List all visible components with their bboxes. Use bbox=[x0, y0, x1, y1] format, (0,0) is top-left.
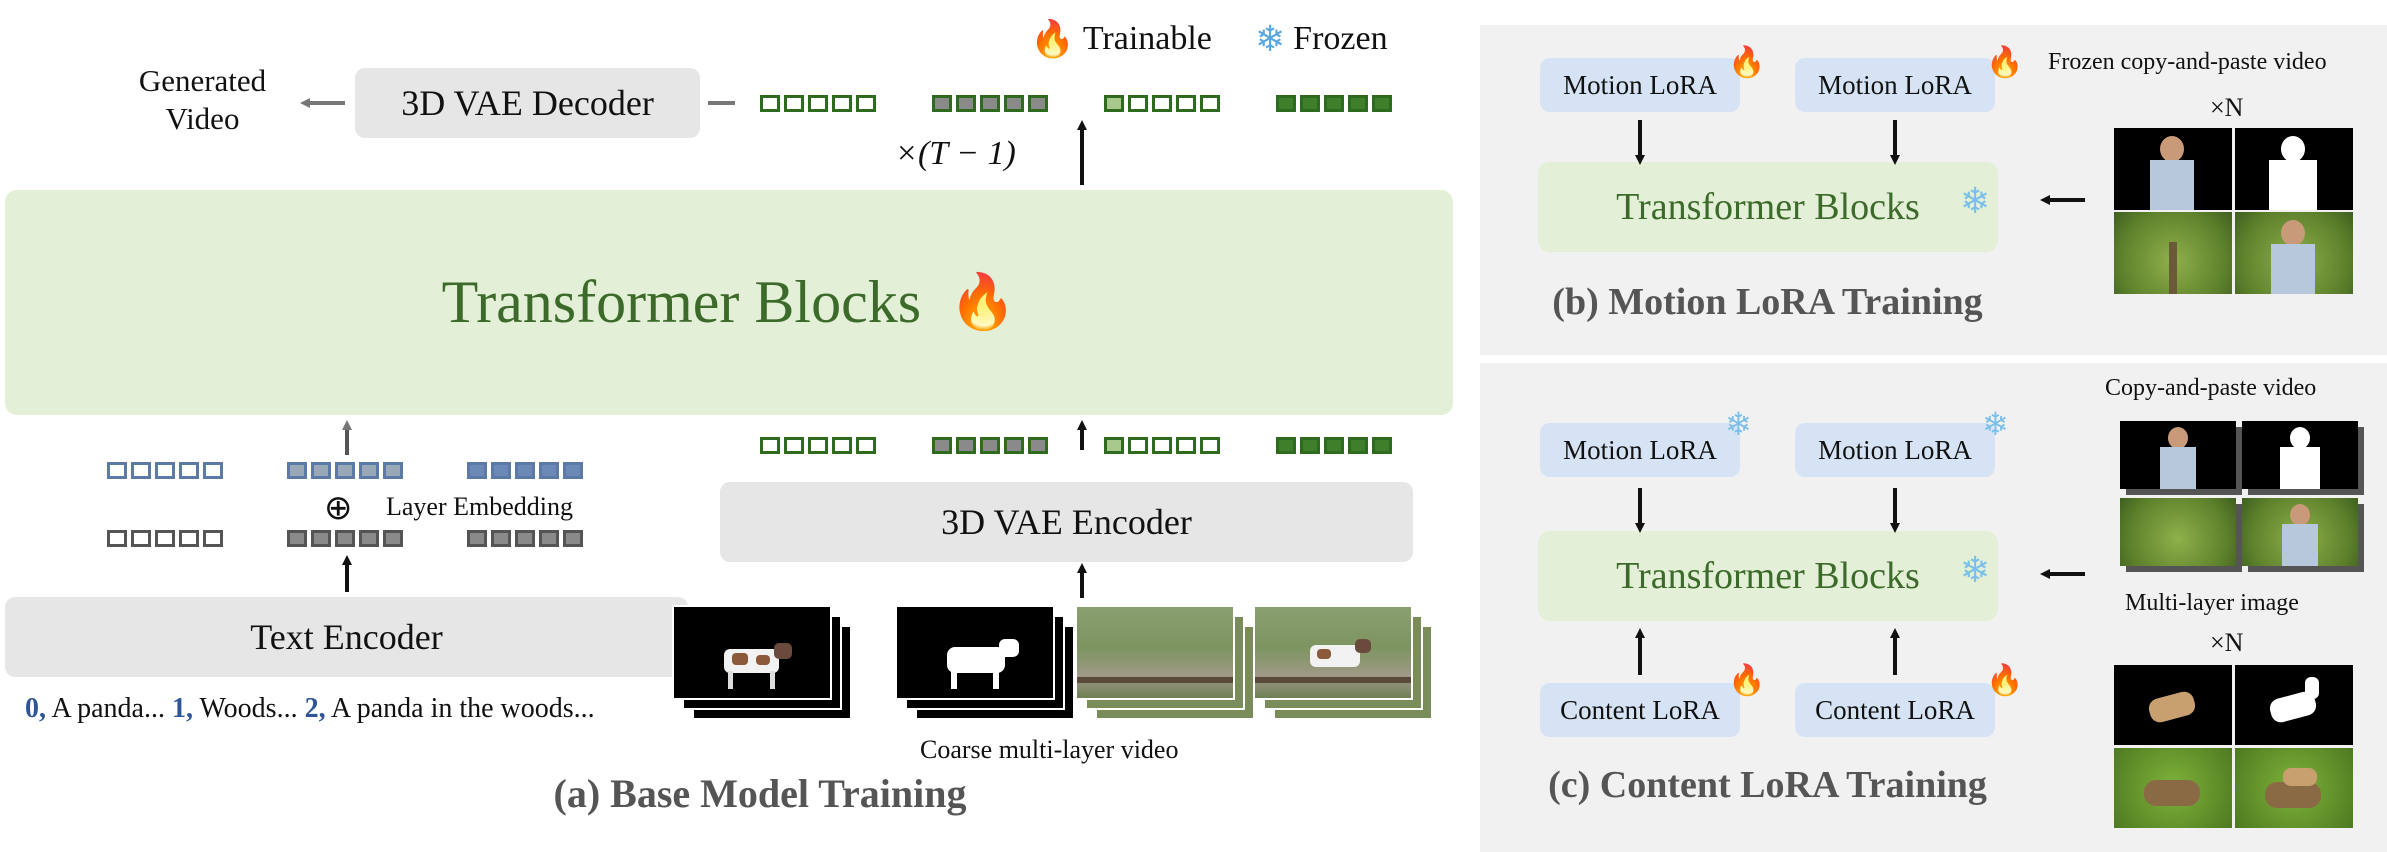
text-encoder-box: Text Encoder bbox=[5, 597, 688, 677]
output-tokens-1 bbox=[760, 95, 876, 112]
content-lora-right: Content LoRA bbox=[1795, 683, 1995, 737]
prompt-index-1: 1, bbox=[172, 693, 193, 724]
prompt-index-2: 2, bbox=[304, 693, 326, 724]
transformer-blocks-c: Transformer Blocks bbox=[1538, 531, 1998, 621]
kangaroo-rgba bbox=[2114, 665, 2232, 745]
vae-encoder-label: 3D VAE Encoder bbox=[941, 502, 1192, 542]
generated-video-label: Generated Video bbox=[138, 63, 267, 136]
transformer-blocks-main: Transformer Blocks 🔥 bbox=[5, 190, 1453, 415]
fire-icon: 🔥 bbox=[1030, 19, 1075, 59]
shoes-composite bbox=[2235, 748, 2353, 828]
vae-decoder-box: 3D VAE Decoder bbox=[355, 68, 700, 138]
text-tokens-3 bbox=[467, 530, 583, 547]
panel-b-caption: (b) Motion LoRA Training bbox=[1552, 281, 1983, 323]
prompt-text: 0, A panda... 1, Woods... 2, A panda in … bbox=[25, 693, 595, 725]
motion-lora-right: Motion LoRA bbox=[1795, 58, 1995, 112]
copy-paste-video-title: Copy-and-paste video bbox=[2105, 375, 2317, 401]
fire-icon: 🔥 bbox=[1728, 46, 1766, 79]
latent-tokens-4 bbox=[1276, 437, 1392, 454]
kangaroo-mask bbox=[2235, 665, 2353, 745]
frozen-video-title: Frozen copy-and-paste video bbox=[2048, 49, 2327, 75]
latent-tokens-2 bbox=[932, 437, 1048, 454]
transformer-label: Transformer Blocks bbox=[441, 269, 922, 335]
panel-b: Motion LoRA 🔥 Motion LoRA 🔥 Transformer … bbox=[1480, 25, 2387, 355]
shoes-background bbox=[2114, 748, 2232, 828]
person-rgba-frame bbox=[2114, 128, 2232, 210]
panel-a-caption: (a) Base Model Training bbox=[553, 771, 967, 816]
layer-embedding-label: Layer Embedding bbox=[386, 492, 573, 521]
snowflake-icon: ❄ bbox=[1960, 550, 1991, 590]
plus-symbol: ⊕ bbox=[324, 488, 353, 528]
motion-lora-c-right: Motion LoRA bbox=[1795, 423, 1995, 477]
video-caption: Coarse multi-layer video bbox=[920, 735, 1179, 764]
fire-icon: 🔥 bbox=[1728, 664, 1766, 697]
output-tokens-4 bbox=[1276, 95, 1392, 112]
prompt-index-0: 0, bbox=[25, 693, 46, 724]
composite-frame bbox=[2235, 212, 2353, 294]
snowflake-icon: ❄ bbox=[1255, 19, 1286, 59]
motion-lora-c-left: Motion LoRA bbox=[1540, 423, 1740, 477]
prompt-segment-0: A panda... bbox=[46, 693, 172, 724]
text-embed-tokens-1 bbox=[107, 462, 223, 479]
multiplier-label-c: ×N bbox=[2210, 628, 2244, 657]
snowflake-icon: ❄ bbox=[1982, 406, 2009, 442]
multiplier-label: ×N bbox=[2210, 93, 2244, 122]
person-mask-frame bbox=[2235, 128, 2353, 210]
transformer-blocks-b: Transformer Blocks bbox=[1538, 162, 1998, 252]
content-lora-left: Content LoRA bbox=[1540, 683, 1740, 737]
output-tokens-2 bbox=[932, 95, 1048, 112]
trainable-legend: 🔥 Trainable bbox=[1030, 19, 1212, 59]
vae-encoder-box: 3D VAE Encoder bbox=[720, 482, 1413, 562]
text-tokens-2 bbox=[287, 530, 403, 547]
text-tokens-1 bbox=[107, 530, 223, 547]
prompt-segment-1: Woods... bbox=[193, 693, 305, 724]
panel-c-caption: (c) Content LoRA Training bbox=[1548, 764, 1987, 806]
fire-icon: 🔥 bbox=[1986, 46, 2024, 79]
snowflake-icon: ❄ bbox=[1960, 181, 1991, 221]
tree-background-frame bbox=[2114, 212, 2232, 294]
fire-icon: 🔥 bbox=[1986, 664, 2024, 697]
panel-c: Motion LoRA ❄ Motion LoRA ❄ Transformer … bbox=[1480, 363, 2387, 852]
prompt-segment-2: A panda in the woods... bbox=[325, 693, 595, 724]
motion-lora-left: Motion LoRA bbox=[1540, 58, 1740, 112]
text-encoder-label: Text Encoder bbox=[250, 617, 443, 657]
repeat-label: ×(T − 1) bbox=[895, 135, 1016, 172]
snowflake-icon: ❄ bbox=[1725, 406, 1752, 442]
latent-tokens-1 bbox=[760, 437, 876, 454]
vae-decoder-label: 3D VAE Decoder bbox=[401, 83, 654, 123]
text-embed-tokens-2 bbox=[287, 462, 403, 479]
frozen-legend: ❄ Frozen bbox=[1255, 19, 1388, 59]
fire-icon: 🔥 bbox=[949, 272, 1017, 332]
output-tokens-3 bbox=[1104, 95, 1220, 112]
latent-tokens-3 bbox=[1104, 437, 1220, 454]
multi-layer-image-title: Multi-layer image bbox=[2125, 590, 2299, 616]
text-embed-tokens-3 bbox=[467, 462, 583, 479]
